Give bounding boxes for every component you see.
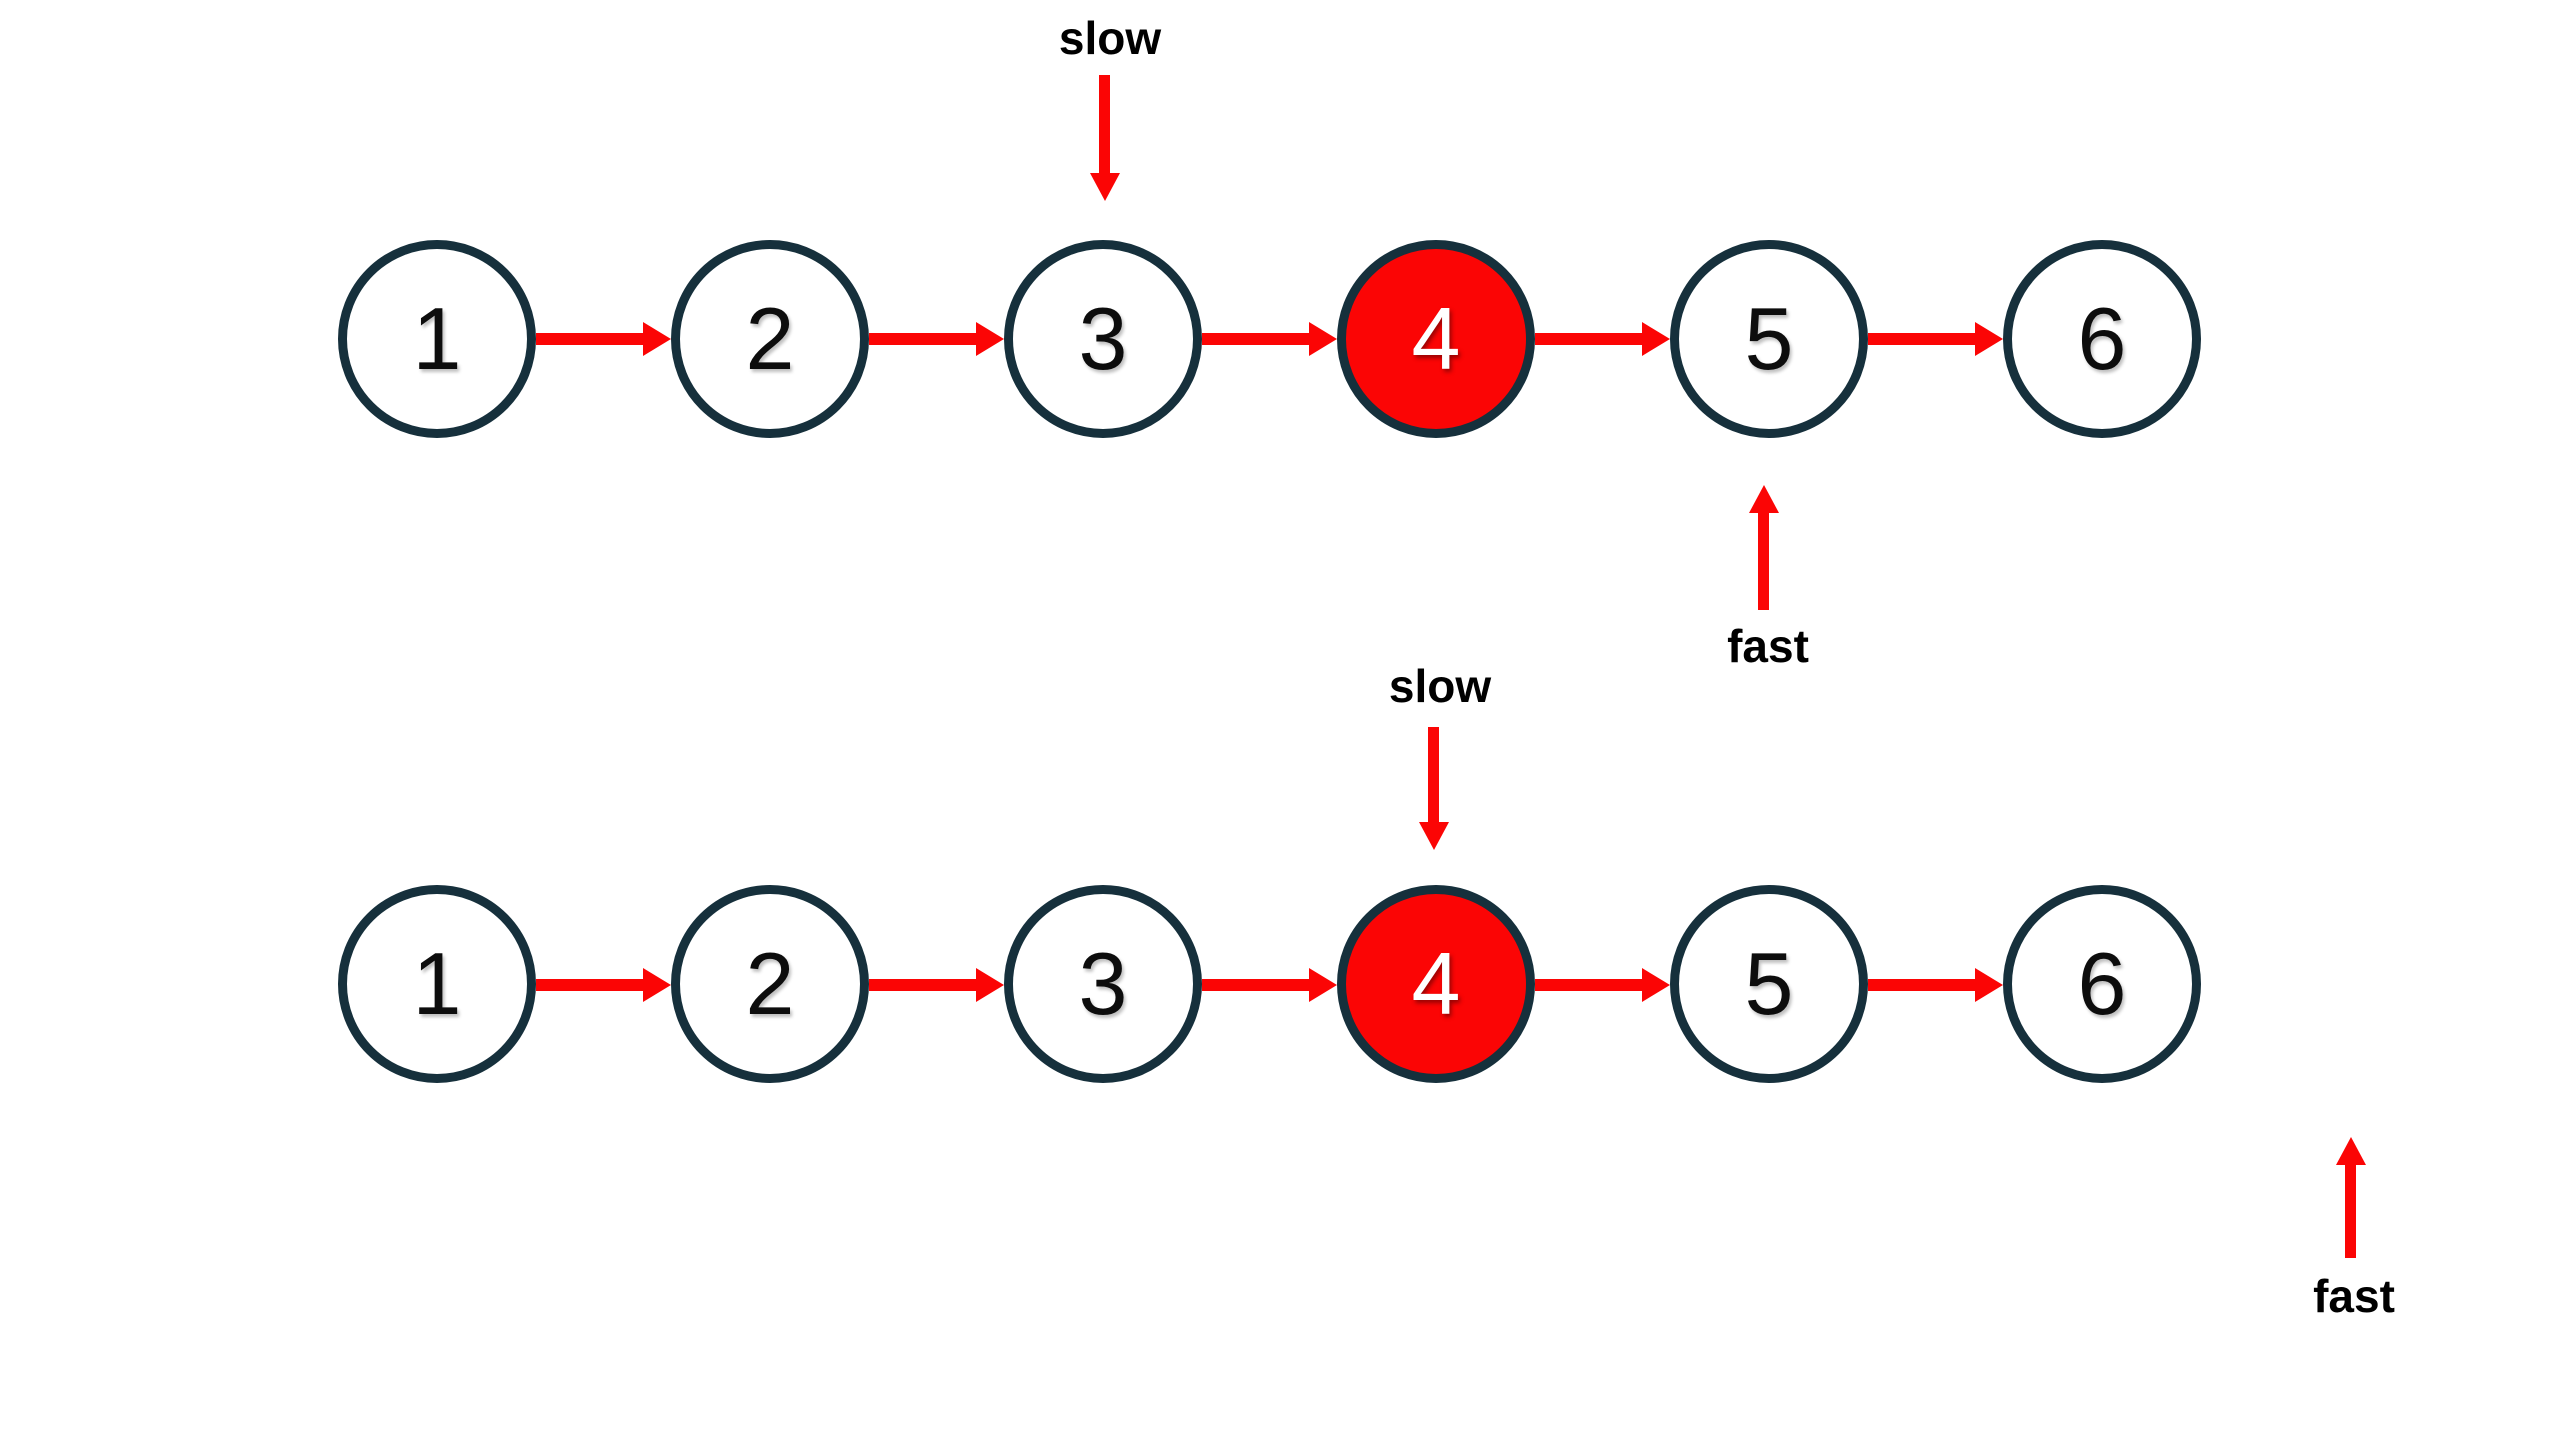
step2-node-5: 5 [1670,885,1868,1083]
node-value: 4 [1411,289,1461,388]
step1-node-6: 6 [2003,240,2201,438]
node-value: 6 [2077,934,2127,1033]
step1-next-arrow-2-3-icon [869,333,976,345]
step2-next-arrow-4-5-icon [1535,979,1642,991]
step1-next-arrow-4-5-icon [1535,333,1642,345]
step2-node-1: 1 [338,885,536,1083]
step1-node-3: 3 [1004,240,1202,438]
step1-node-4: 4 [1337,240,1535,438]
node-value: 3 [1078,289,1128,388]
step2-fast-pointer-label: fast [2313,1270,2395,1322]
node-value: 2 [745,289,795,388]
step2-fast-pointer-arrow-icon [2345,1165,2356,1258]
node-value: 5 [1744,934,1794,1033]
node-value: 1 [412,289,462,388]
node-value: 1 [412,934,462,1033]
step2-slow-pointer-label: slow [1388,660,1492,712]
step2-node-3: 3 [1004,885,1202,1083]
step2-node-6: 6 [2003,885,2201,1083]
step1-fast-pointer-label: fast [1727,620,1809,672]
node-value: 5 [1744,289,1794,388]
step1-slow-pointer-arrow-icon [1099,75,1110,173]
step1-next-arrow-1-2-icon [536,333,643,345]
step2-next-arrow-3-4-icon [1202,979,1309,991]
step1-slow-pointer-label: slow [1058,12,1162,64]
node-value: 6 [2077,289,2127,388]
node-value: 2 [745,934,795,1033]
step1-next-arrow-5-6-icon [1868,333,1975,345]
step2-node-2: 2 [671,885,869,1083]
step1-fast-pointer-arrow-icon [1758,513,1769,610]
step2-next-arrow-5-6-icon [1868,979,1975,991]
step1-node-1: 1 [338,240,536,438]
node-value: 4 [1411,934,1461,1033]
step1-next-arrow-3-4-icon [1202,333,1309,345]
step2-slow-pointer-arrow-icon [1428,727,1439,822]
step2-next-arrow-2-3-icon [869,979,976,991]
node-value: 3 [1078,934,1128,1033]
step1-node-2: 2 [671,240,869,438]
step1-node-5: 5 [1670,240,1868,438]
step2-node-4: 4 [1337,885,1535,1083]
step2-next-arrow-1-2-icon [536,979,643,991]
